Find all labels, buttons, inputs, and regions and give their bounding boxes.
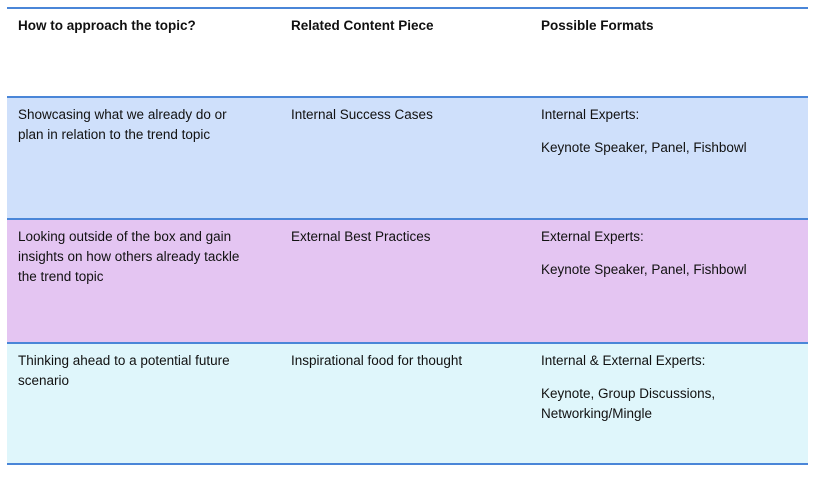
formats-cell: Internal Experts: Keynote Speaker, Panel… bbox=[530, 98, 808, 218]
content-piece-cell: External Best Practices bbox=[280, 220, 530, 342]
approach-line: Showcasing what we already do or bbox=[18, 107, 227, 122]
approach-line: Thinking ahead to a potential future bbox=[18, 353, 230, 368]
row-divider bbox=[7, 342, 808, 344]
approach-line: plan in relation to the trend topic bbox=[18, 127, 211, 142]
content-format-table: How to approach the topic? Related Conte… bbox=[7, 7, 808, 465]
header-content-piece: Related Content Piece bbox=[291, 18, 434, 33]
header-approach: How to approach the topic? bbox=[18, 18, 196, 33]
formats-line: Keynote, Group Discussions, bbox=[541, 386, 716, 401]
formats-heading: External Experts: bbox=[541, 229, 644, 244]
header-formats: Possible Formats bbox=[541, 18, 654, 33]
formats-cell: Internal & External Experts: Keynote, Gr… bbox=[530, 344, 808, 463]
content-piece-text: Inspirational food for thought bbox=[291, 353, 463, 368]
formats-line: Keynote Speaker, Panel, Fishbowl bbox=[541, 262, 747, 277]
formats-line: Keynote Speaker, Panel, Fishbowl bbox=[541, 140, 747, 155]
approach-cell: Showcasing what we already do or plan in… bbox=[7, 98, 280, 218]
table-header-row: How to approach the topic? Related Conte… bbox=[7, 9, 808, 96]
table-row: Looking outside of the box and gain insi… bbox=[7, 220, 808, 342]
table-row: Thinking ahead to a potential future sce… bbox=[7, 344, 808, 463]
content-piece-text: External Best Practices bbox=[291, 229, 431, 244]
header-divider bbox=[7, 96, 808, 98]
content-piece-cell: Internal Success Cases bbox=[280, 98, 530, 218]
approach-cell: Thinking ahead to a potential future sce… bbox=[7, 344, 280, 463]
bottom-border bbox=[7, 463, 808, 465]
formats-heading: Internal Experts: bbox=[541, 107, 640, 122]
approach-line: the trend topic bbox=[18, 269, 104, 284]
approach-line: Looking outside of the box and gain bbox=[18, 229, 232, 244]
table-row: Showcasing what we already do or plan in… bbox=[7, 98, 808, 218]
formats-heading: Internal & External Experts: bbox=[541, 353, 706, 368]
top-border bbox=[7, 7, 808, 9]
approach-cell: Looking outside of the box and gain insi… bbox=[7, 220, 280, 342]
content-piece-cell: Inspirational food for thought bbox=[280, 344, 530, 463]
row-divider bbox=[7, 218, 808, 220]
approach-line: insights on how others already tackle bbox=[18, 249, 240, 264]
formats-cell: External Experts: Keynote Speaker, Panel… bbox=[530, 220, 808, 342]
content-piece-text: Internal Success Cases bbox=[291, 107, 433, 122]
approach-line: scenario bbox=[18, 373, 70, 388]
formats-line: Networking/Mingle bbox=[541, 406, 653, 421]
